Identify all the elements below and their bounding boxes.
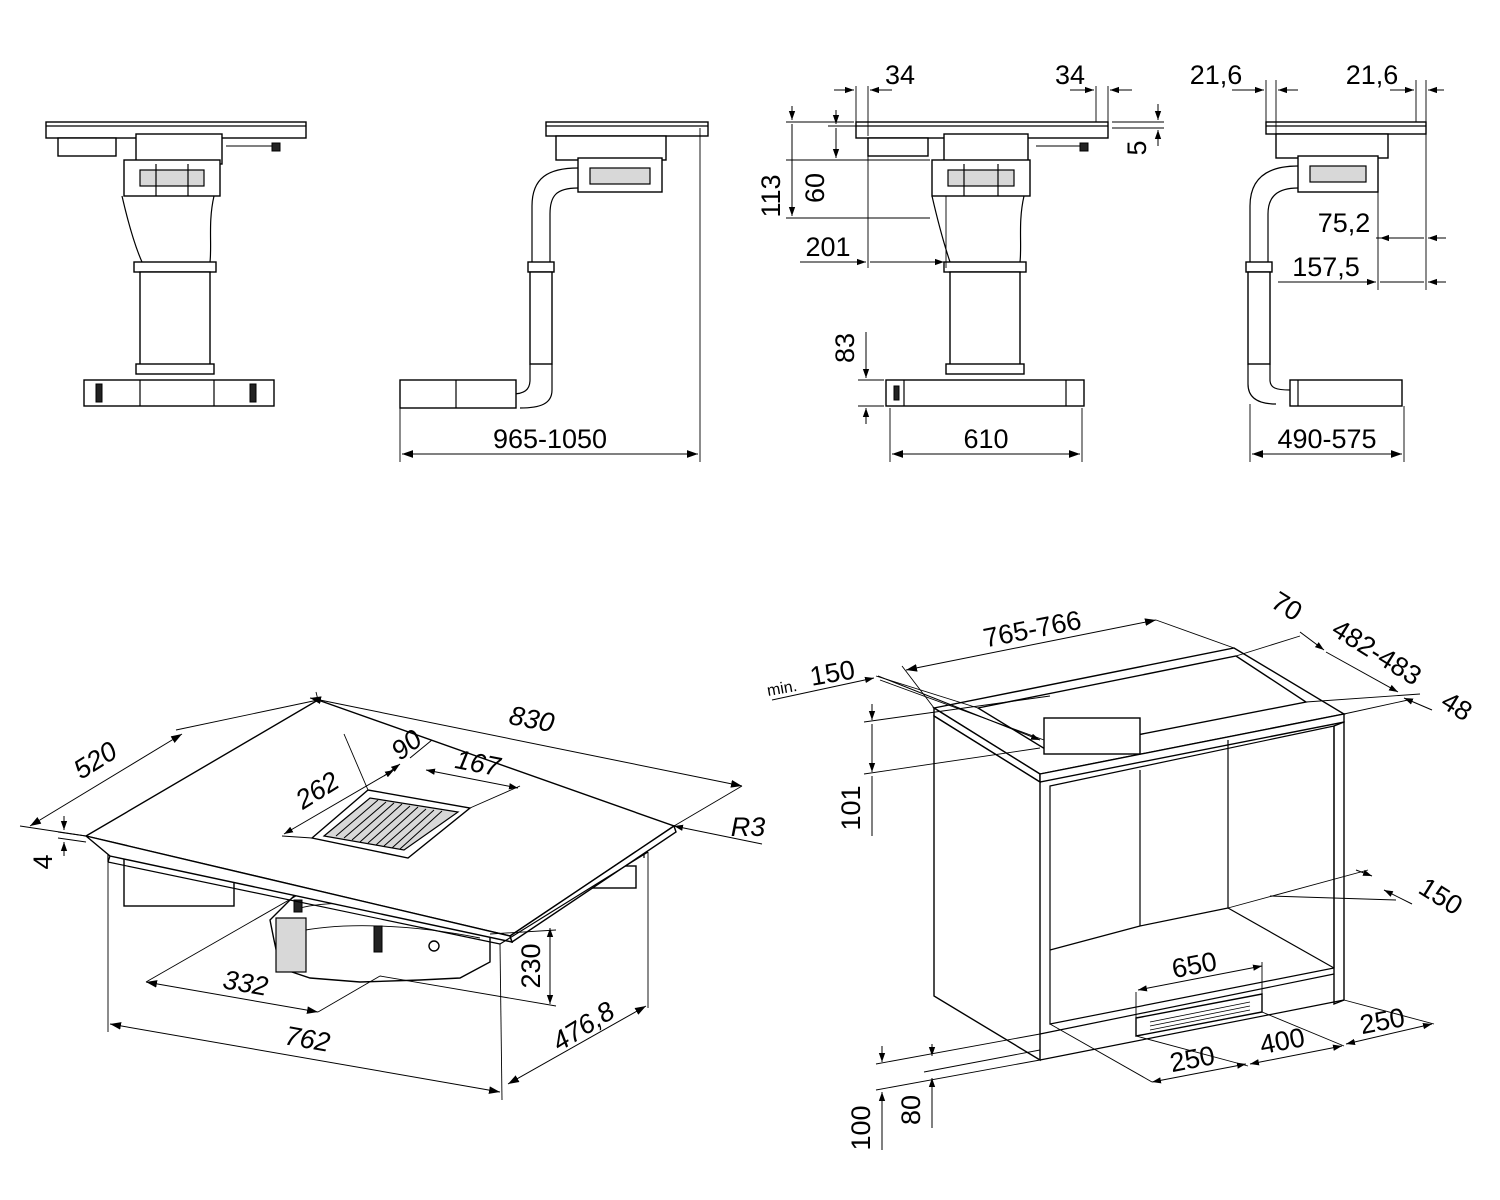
- dim-60: 60: [800, 173, 830, 203]
- dim-34-right: 34: [1055, 60, 1085, 90]
- dim-765-766: 765-766: [981, 605, 1084, 653]
- dim-r3: R3: [731, 812, 766, 842]
- dim-depth: 965-1050: [493, 424, 607, 454]
- dim-48: 48: [1436, 686, 1477, 727]
- cabinet-isometric: 765-766 min. 150 70 482-483 48 101 150: [766, 586, 1478, 1151]
- dim-650: 650: [1169, 946, 1219, 984]
- dim-762: 762: [283, 1020, 333, 1057]
- dim-201: 201: [805, 232, 850, 262]
- dim-610: 610: [963, 424, 1008, 454]
- dim-21-6-left: 21,6: [1190, 60, 1243, 90]
- dim-75-2: 75,2: [1318, 208, 1371, 238]
- dim-101: 101: [836, 785, 866, 830]
- dim-830: 830: [507, 700, 557, 738]
- dim-min-prefix: min.: [766, 678, 799, 700]
- dim-80: 80: [896, 1095, 926, 1125]
- dim-157-5: 157,5: [1292, 252, 1360, 282]
- front-view-dimensioned: 34 34 5 113 60 201: [756, 60, 1164, 462]
- dim-34-left: 34: [885, 60, 915, 90]
- front-view-plain: [45, 121, 307, 407]
- dim-70: 70: [1266, 586, 1307, 627]
- dim-5: 5: [1122, 140, 1152, 155]
- dim-min-150: 150: [808, 654, 858, 691]
- dim-230: 230: [516, 943, 546, 988]
- dim-113: 113: [756, 174, 786, 217]
- dim-83: 83: [830, 333, 860, 363]
- dim-150: 150: [1414, 872, 1468, 921]
- dim-4: 4: [28, 854, 58, 869]
- dim-100: 100: [846, 1105, 876, 1150]
- side-view-dimensioned: 21,6 21,6 75,2 157,5 490-575: [1190, 60, 1446, 462]
- dim-520: 520: [68, 736, 122, 785]
- dim-250-right: 250: [1357, 1002, 1407, 1040]
- dim-476-8: 476,8: [547, 996, 620, 1057]
- dim-21-6-right: 21,6: [1346, 60, 1399, 90]
- side-view-duct: 965-1050: [399, 121, 709, 462]
- dim-250-left: 250: [1167, 1040, 1217, 1078]
- hob-isometric: 830 520 90 167 262 R3 4 332: [19, 691, 766, 1101]
- dim-490-575: 490-575: [1277, 424, 1376, 454]
